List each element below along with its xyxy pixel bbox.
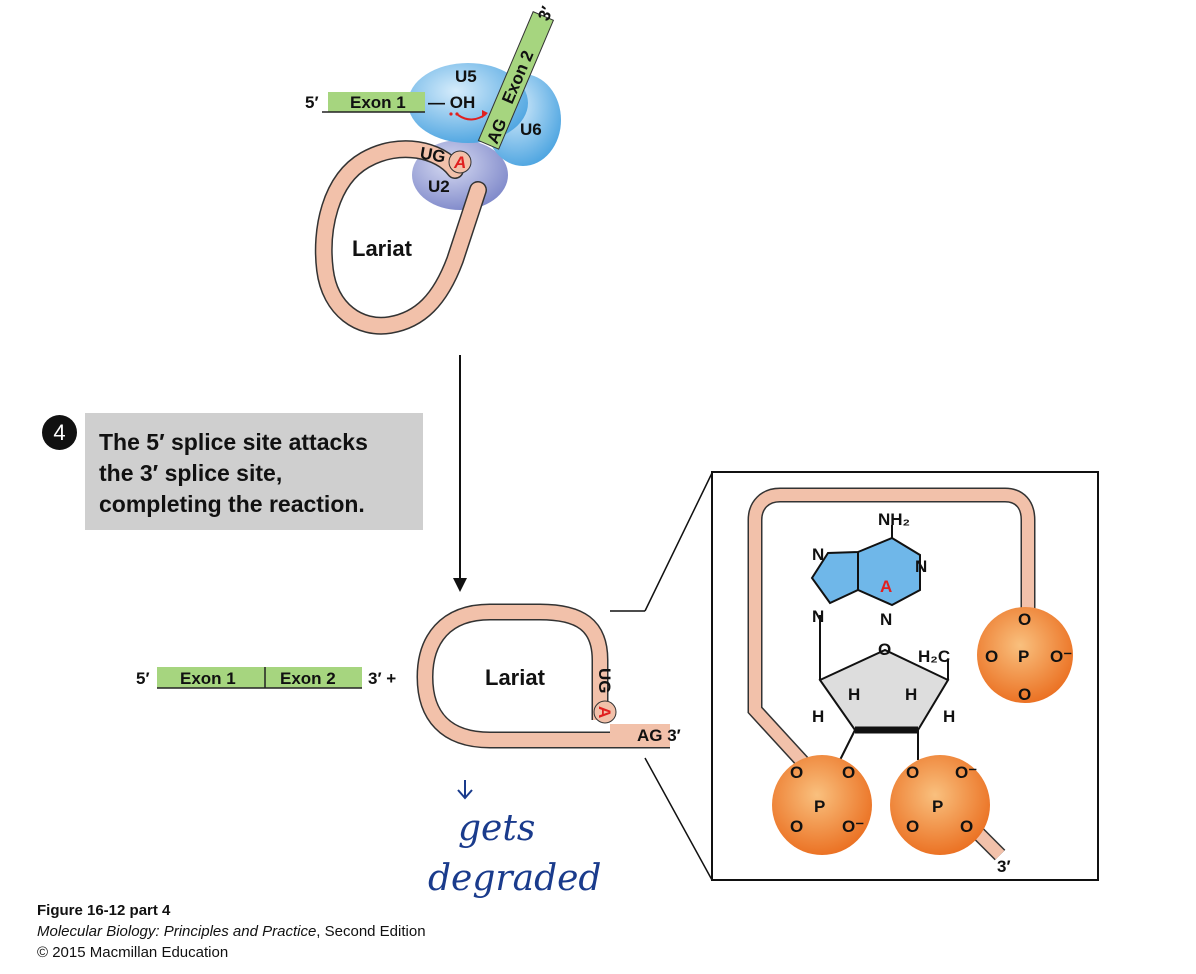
- oh-label: — OH: [428, 93, 475, 112]
- inset-three-prime: 3′: [997, 857, 1011, 876]
- adenine-a: A: [880, 577, 892, 596]
- o-minus-label: O⁻: [1050, 647, 1072, 666]
- o-label: O: [790, 817, 803, 836]
- step-line: the 3′ splice site,: [99, 460, 283, 486]
- o-label: O: [790, 763, 803, 782]
- top-exon1-bar: [328, 92, 425, 112]
- h-label: H: [812, 707, 824, 726]
- bottom-five-prime: 5′: [136, 669, 150, 688]
- book-edition: , Second Edition: [316, 923, 426, 940]
- o-minus-label: O⁻: [842, 817, 864, 836]
- bottom-exon2-label: Exon 2: [280, 669, 336, 688]
- o-label: O: [1018, 685, 1031, 704]
- n-label: N: [915, 557, 927, 576]
- phosphate-right: [977, 607, 1073, 703]
- bottom-ug-label: UG: [595, 668, 614, 694]
- p-label: P: [814, 797, 825, 816]
- n-label: N: [880, 610, 892, 629]
- step-description-box: The 5′ splice site attacks the 3′ splice…: [85, 413, 423, 530]
- o-label: O: [1018, 610, 1031, 629]
- o-minus-label: O⁻: [955, 763, 977, 782]
- handwritten-note: gets degraded: [428, 780, 601, 899]
- book-title: Molecular Biology: Principles and Practi…: [37, 923, 317, 940]
- top-lariat-label: Lariat: [352, 236, 413, 261]
- ring-o: O: [878, 640, 891, 659]
- o-label: O: [842, 763, 855, 782]
- p-label: P: [932, 797, 943, 816]
- o-label: O: [906, 817, 919, 836]
- chemical-inset: NH₂ N N N N A O H₂C H H H H O P O⁻ O O P…: [711, 471, 1099, 881]
- handwritten-degraded: degraded: [428, 858, 601, 899]
- nh2-label: NH₂: [878, 510, 910, 529]
- bottom-exon1-label: Exon 1: [180, 669, 236, 688]
- step-line: The 5′ splice site attacks: [99, 429, 368, 455]
- u6-label: U6: [520, 120, 542, 139]
- h2c-label: H₂C: [918, 647, 950, 666]
- n-label: N: [812, 607, 824, 626]
- step-line: completing the reaction.: [99, 491, 365, 517]
- u2-label: U2: [428, 177, 450, 196]
- adenine-ring: [810, 536, 921, 607]
- step-number-badge: 4: [42, 415, 77, 450]
- o-label: O: [906, 763, 919, 782]
- h-label: H: [905, 685, 917, 704]
- h-label: H: [943, 707, 955, 726]
- bottom-branch-a: A: [595, 706, 614, 718]
- handwritten-gets: gets: [458, 808, 535, 849]
- top-exon1-label: Exon 1: [350, 93, 406, 112]
- h-label: H: [848, 685, 860, 704]
- top-branch-a: A: [453, 153, 466, 172]
- bottom-lariat-label: Lariat: [485, 665, 546, 690]
- n-label: N: [812, 545, 824, 564]
- three-prime-plus: 3′ +: [368, 669, 396, 688]
- top-spliceosome: 5′ Exon 1 — OH U5 U6 U2 Exon 2 3′ AG UG …: [305, 4, 561, 335]
- released-lariat: Lariat UG A AG 3′: [416, 603, 681, 749]
- o-label: O: [985, 647, 998, 666]
- ag-tail-label: AG 3′: [637, 726, 681, 745]
- figure-number: Figure 16-12 part 4: [37, 902, 171, 919]
- u5-label: U5: [455, 67, 477, 86]
- top-ug-label: UG: [419, 143, 447, 166]
- phosphate-left: [772, 755, 872, 855]
- phosphate-middle: [890, 755, 990, 855]
- copyright: © 2015 Macmillan Education: [37, 944, 229, 961]
- o-label: O: [960, 817, 973, 836]
- top-exon2-bar: [477, 11, 555, 150]
- spliced-exons: 5′ Exon 1 Exon 2 3′ +: [136, 667, 396, 689]
- top-five-prime-label: 5′: [305, 93, 319, 112]
- p-label: P: [1018, 647, 1029, 666]
- figure-caption: Figure 16-12 part 4 Molecular Biology: P…: [37, 900, 426, 963]
